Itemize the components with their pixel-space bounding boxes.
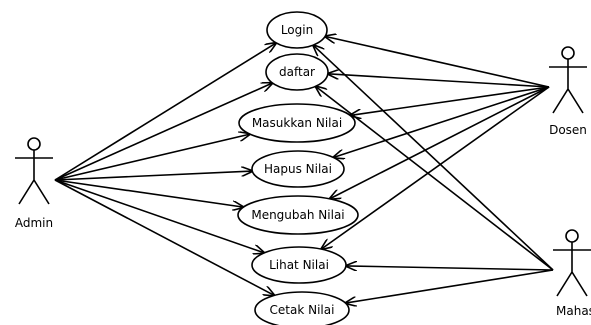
association-admin-cetak-nilai <box>54 179 274 295</box>
use-case-ellipse <box>265 53 329 91</box>
association-admin-login <box>54 43 276 181</box>
use-case-cetak-nilai: Cetak Nilai <box>254 291 350 325</box>
use-case-label: Mengubah Nilai <box>251 208 344 222</box>
use-case-ellipse <box>237 195 359 235</box>
use-case-lihat-nilai: Lihat Nilai <box>251 246 347 284</box>
use-case-ellipse <box>251 150 345 188</box>
use-case-masukkan-nilai: Masukkan Nilai <box>238 103 356 143</box>
associations <box>54 36 554 303</box>
association-dosen-hapus-nilai <box>333 86 550 157</box>
actor-head <box>561 46 575 60</box>
use-case-label: Hapus Nilai <box>264 162 332 176</box>
association-dosen-daftar <box>328 74 550 88</box>
use-case-label: Lihat Nilai <box>269 258 329 272</box>
actor-body <box>15 150 53 205</box>
actor-head <box>565 229 579 243</box>
actor-label: Dosen <box>549 123 587 137</box>
actor-body <box>549 59 587 114</box>
use-case-hapus-nilai: Hapus Nilai <box>251 150 345 188</box>
association-dosen-masukkan-nilai <box>350 86 550 115</box>
association-admin-lihat-nilai <box>54 179 264 253</box>
use-case-ellipse <box>254 291 350 325</box>
use-case-mengubah-nilai: Mengubah Nilai <box>237 195 359 235</box>
association-admin-mengubah-nilai <box>54 179 243 207</box>
use-case-daftar: daftar <box>265 53 329 91</box>
actor-head <box>27 137 41 151</box>
association-dosen-mengubah-nilai <box>330 86 550 199</box>
actor-admin: Admin <box>15 137 53 230</box>
actor-dosen: Dosen <box>549 46 587 137</box>
association-admin-masukkan-nilai <box>54 134 250 181</box>
use-case-login: Login <box>266 11 328 49</box>
actor-label: Admin <box>15 216 53 230</box>
actor-label: Mahasisw <box>556 304 591 318</box>
association-admin-daftar <box>54 83 272 181</box>
use-case-ellipse <box>266 11 328 49</box>
association-mahasiswa-cetak-nilai <box>345 269 554 303</box>
association-mahasiswa-daftar <box>316 86 554 271</box>
association-admin-hapus-nilai <box>54 171 252 181</box>
association-mahasiswa-lihat-nilai <box>346 266 554 270</box>
use-case-ellipse <box>238 103 356 143</box>
association-dosen-login <box>325 36 550 88</box>
actor-mahasiswa: Mahasisw <box>553 229 591 318</box>
actor-body <box>553 242 591 297</box>
association-dosen-lihat-nilai <box>321 86 550 249</box>
use-case-label: daftar <box>279 65 315 79</box>
use-case-ellipse <box>251 246 347 284</box>
use-case-label: Cetak Nilai <box>270 303 335 317</box>
actors: Admin DosenMahasisw <box>15 46 591 318</box>
association-mahasiswa-login <box>313 45 554 271</box>
use-case-label: Login <box>281 23 313 37</box>
use-case-label: Masukkan Nilai <box>252 116 342 130</box>
